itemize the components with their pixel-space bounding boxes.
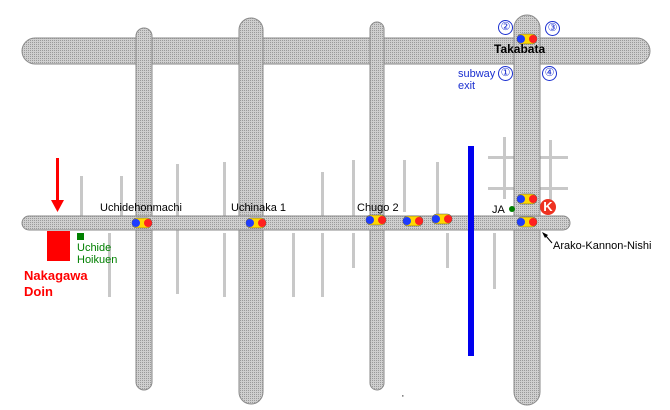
bus-stop-icon (516, 193, 538, 205)
subway-exit-4-label: ④ (542, 66, 557, 81)
subway-exit-label-line1: subway (458, 68, 496, 80)
ja-marker (509, 206, 515, 212)
subway-exit-3-label: ③ (545, 21, 560, 36)
bus-stop-icon (245, 217, 267, 229)
subway-exit-1-label: ① (498, 66, 513, 81)
arako-kannon-nishi-label: Arako-Kannon-Nishi (553, 240, 652, 252)
chugo-label: Chugo 2 (357, 202, 399, 214)
uchidehonmachi-label: Uchidehonmachi (100, 202, 182, 214)
nakagawa-doin-label-line2: Doin (24, 284, 53, 299)
subway-exit-label-line2: exit (458, 80, 476, 92)
stray-mark: · (401, 390, 405, 402)
uchide-hoikuen-label-line1: Uchide (77, 242, 112, 254)
takabata-label: Takabata (494, 42, 546, 56)
ja-label: JA (492, 204, 505, 216)
nakagawa-doin-label-line1: Nakagawa (24, 268, 88, 283)
subway-exit-2-label: ② (498, 20, 513, 35)
arako-pointer (545, 235, 553, 244)
bus-stop-icon (402, 215, 424, 227)
uchinaka-label: Uchinaka 1 (231, 202, 287, 214)
nakagawa-doin-marker (47, 231, 70, 261)
river (468, 146, 474, 356)
bus-stop-icon (365, 214, 387, 226)
bus-stop-icon (431, 213, 453, 225)
bus-stops (131, 33, 538, 229)
subway-stop-icon (516, 33, 538, 45)
bus-stop-icon (131, 217, 153, 229)
destination-arrow-icon (51, 158, 64, 212)
k-mark-icon: K (540, 199, 556, 215)
kindergarten-icon (77, 233, 84, 240)
uchide-hoikuen-label-line2: Hoikuen (77, 254, 118, 266)
main-roads (21, 14, 651, 406)
bus-stop-icon (516, 216, 538, 228)
